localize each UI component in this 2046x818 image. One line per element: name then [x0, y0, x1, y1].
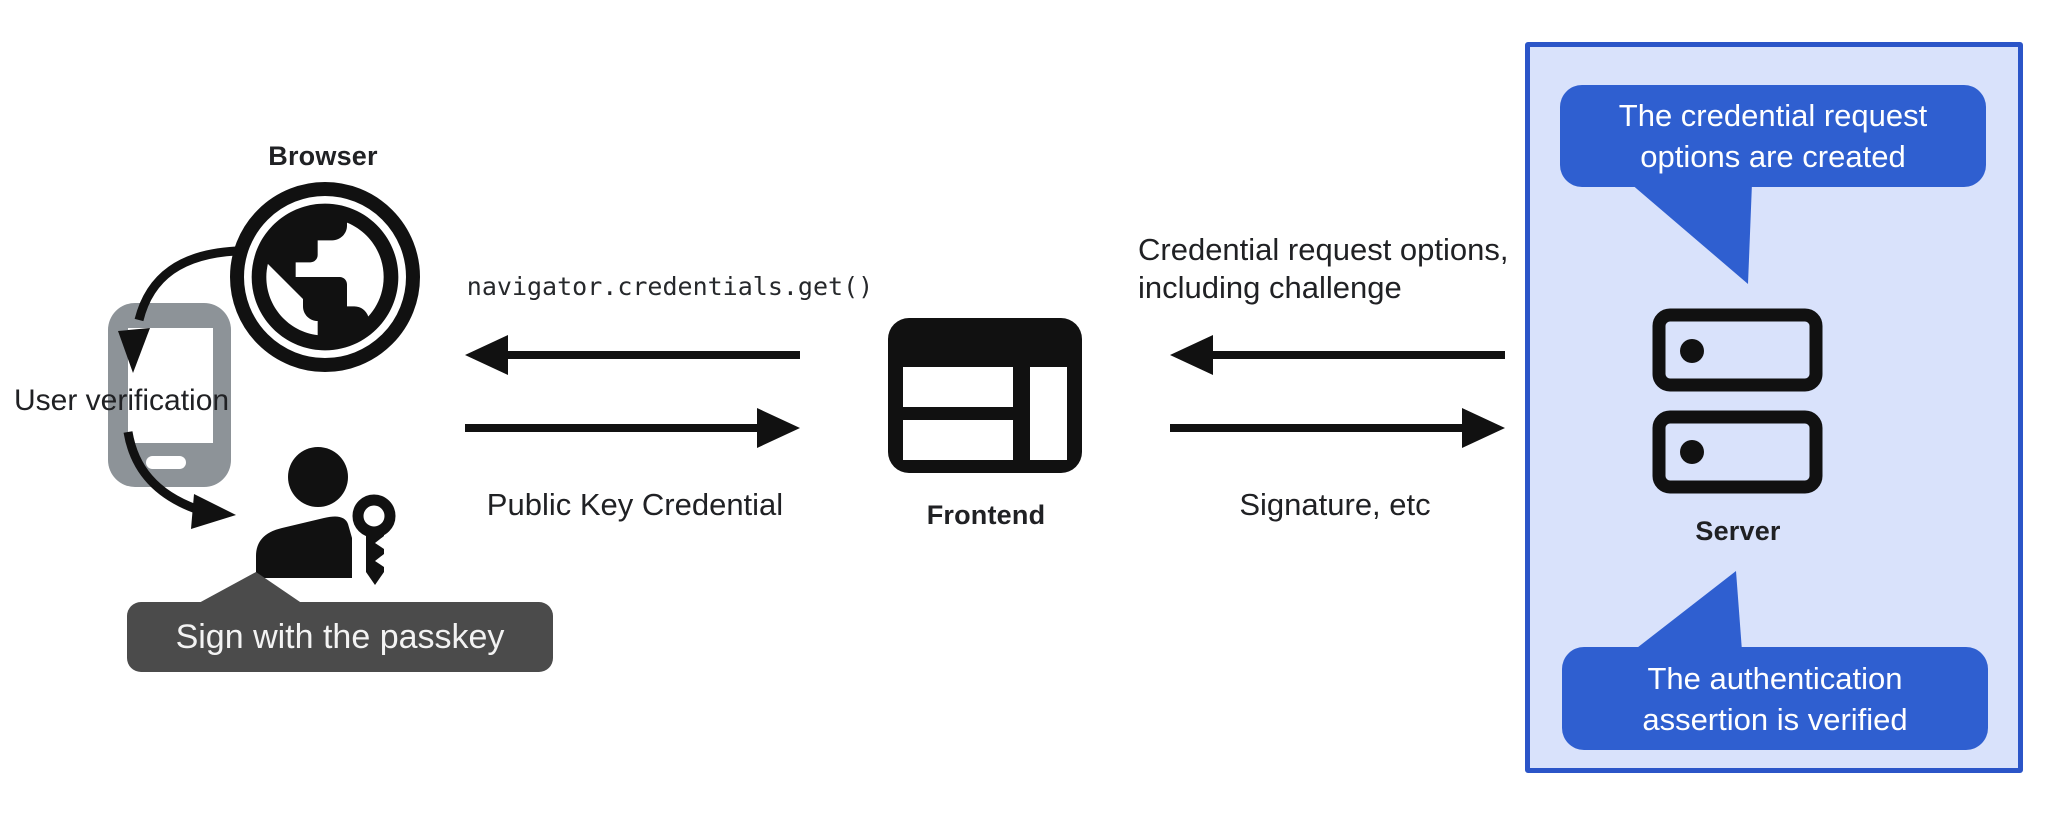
- callout-top-text: The credential request options are creat…: [1618, 98, 1928, 174]
- arrow-frontend-to-server: [1170, 408, 1505, 448]
- callout-assertion-verified: The authentication assertion is verified: [1562, 647, 1988, 750]
- frontend-label: Frontend: [926, 500, 1046, 530]
- person-key-icon: [256, 447, 396, 585]
- api-call-label: navigator.credentials.get(): [466, 272, 874, 301]
- browser-label: Browser: [268, 141, 378, 171]
- callout-bottom-text: The authentication assertion is verified: [1642, 660, 1908, 737]
- passkey-tooltip: Sign with the passkey: [127, 602, 553, 672]
- browser-window-icon: [888, 318, 1082, 473]
- signature-label: Signature, etc: [1239, 487, 1431, 522]
- arrow-frontend-to-browser: [465, 335, 800, 375]
- user-verification-label: User verification: [14, 384, 230, 417]
- key-icon: [352, 494, 396, 585]
- callout-credential-request-created: The credential request options are creat…: [1560, 85, 1986, 187]
- public-key-credential-label: Public Key Credential: [486, 487, 784, 522]
- globe-icon: [230, 182, 420, 372]
- arrow-browser-to-phone: [118, 246, 237, 373]
- credential-request-options-label: Credential request options, including ch…: [1138, 232, 1509, 305]
- server-label: Server: [1695, 516, 1781, 546]
- tooltip-pointer: [197, 572, 303, 604]
- passkey-tooltip-text: Sign with the passkey: [175, 617, 505, 656]
- arrow-phone-to-user: [123, 431, 236, 529]
- arrow-browser-to-frontend: [465, 408, 800, 448]
- arrow-server-to-frontend: [1170, 335, 1505, 375]
